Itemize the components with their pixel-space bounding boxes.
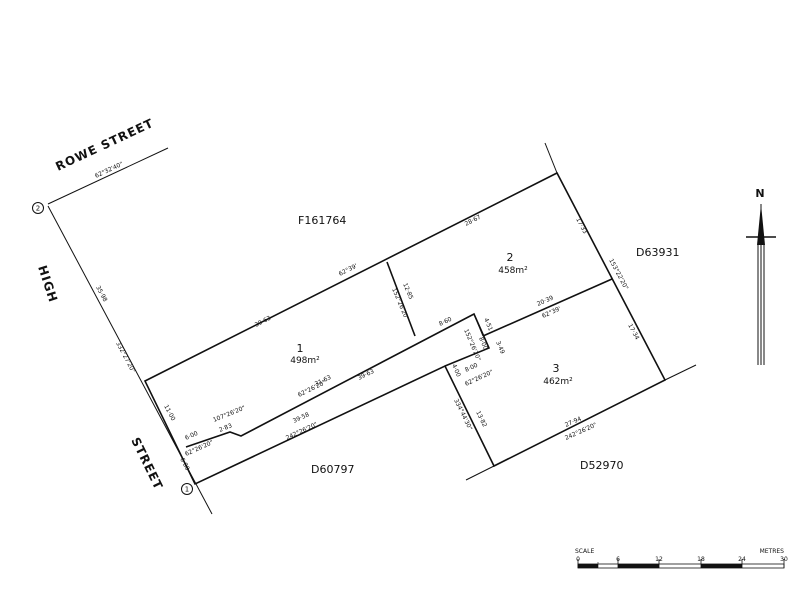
dim-lot2-lot3-bearing: 62°39': [541, 305, 562, 320]
lot-number-2: 2: [507, 251, 514, 264]
north-label: N: [755, 187, 764, 200]
east-boundary-extension: [544, 142, 558, 174]
parcel-label-south-west: D60797: [311, 463, 354, 476]
dim-notch-angle: 107°26'20": [212, 404, 246, 423]
dim-lot2-west-length: 12·85: [401, 282, 414, 301]
dim-lot3-west-length: 13·82: [474, 410, 488, 429]
dim-south-length: 39·58: [292, 411, 311, 425]
dim-inner-length-c: 8·00: [477, 336, 489, 351]
dim-south-bearing: 242°26'20": [285, 421, 319, 442]
dim-high-bearing: 332°27'20": [114, 341, 136, 375]
dim-top-length: 28·67: [464, 214, 483, 228]
subject-boundary: [143, 171, 667, 486]
scale-tick-24: 24: [738, 556, 746, 563]
lot2-west-line: [386, 261, 416, 337]
lot-area-3: 462m²: [543, 377, 573, 387]
high-street-label-2: STREET: [128, 435, 165, 492]
dim-inner-length-d: 3·49: [494, 340, 506, 355]
dim-notch-length-b: 2·83: [218, 422, 233, 434]
lot-number-3: 3: [553, 362, 560, 375]
lot-area-2: 458m²: [498, 266, 528, 276]
high-street-label-1: HIGH: [35, 264, 60, 305]
corner-marker-2: 2: [32, 202, 44, 214]
scale-label: SCALE: [575, 548, 594, 555]
handle-step: [473, 313, 484, 337]
dim-handle-total-length: 39·63: [357, 368, 376, 382]
parcel-label-south-east: D52970: [580, 459, 623, 472]
parcel-label-east: D63931: [636, 246, 679, 259]
lot-area-1: 498m²: [290, 356, 320, 366]
scale-tick-12: 12: [655, 556, 663, 563]
dim-handle-east-length: 4·00: [450, 363, 462, 378]
parcel-label-north: F161764: [298, 214, 346, 227]
dim-east-upper-length: 17·33: [574, 217, 588, 236]
scale-bar: SCALE METRES 0 6 12 18 24 30: [575, 548, 788, 569]
rowe-street-label: ROWE STREET: [53, 116, 156, 174]
scale-units: METRES: [760, 548, 785, 555]
rowe-street-line: [47, 147, 169, 205]
dim-inner-length-b: 4·51: [482, 317, 494, 332]
lot1-handle-line: [185, 312, 491, 448]
dim-high-upper-length: 35·98: [94, 285, 108, 304]
scale-tick-6: 6: [616, 556, 620, 563]
north-arrow: N: [746, 187, 776, 365]
dim-handle-bearing-a: 62°26'20": [297, 379, 328, 399]
lot-number-1: 1: [297, 342, 304, 355]
corner-marker-1: 1: [181, 483, 193, 495]
scale-tick-30: 30: [780, 556, 788, 563]
scale-tick-18: 18: [697, 556, 705, 563]
dim-notch-length-a: 6·00: [184, 430, 199, 442]
lot3-south-extension: [465, 465, 495, 481]
dim-handle-bottom-length: 8·00: [464, 362, 479, 374]
dim-lot1-top-length: 39·63: [254, 315, 273, 329]
south-boundary-extension: [664, 364, 697, 381]
scale-tick-0: 0: [576, 556, 580, 563]
dim-east-lower-length: 17·34: [626, 323, 640, 342]
lot2-lot3-line: [482, 278, 613, 337]
svg-text:1: 1: [185, 486, 189, 494]
svg-text:2: 2: [36, 205, 40, 213]
